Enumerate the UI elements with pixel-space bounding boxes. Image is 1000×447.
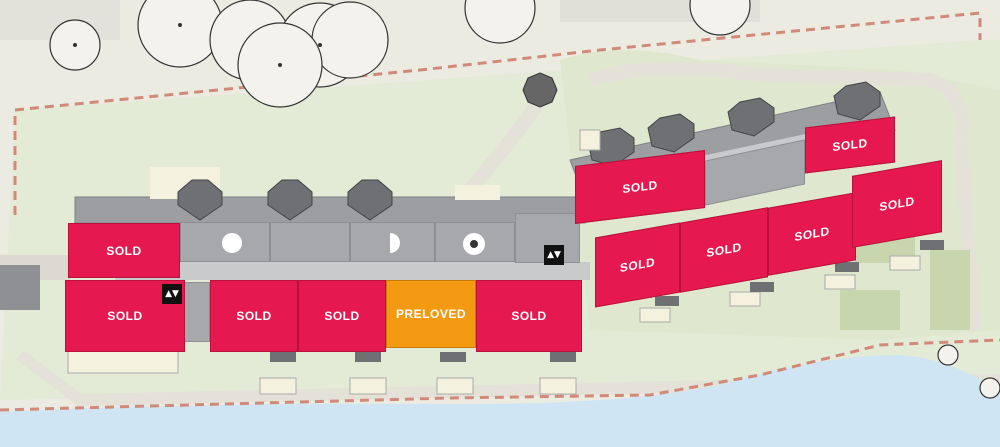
unit-label: SOLD: [622, 177, 658, 197]
unit-sold[interactable]: SOLD: [210, 280, 298, 352]
unit-label: SOLD: [324, 309, 360, 323]
lift-icon: ▲▼: [162, 284, 182, 304]
lift-icon: ▲▼: [544, 245, 564, 265]
unit-sold[interactable]: SOLD: [476, 280, 582, 352]
unit-label: PRELOVED: [395, 307, 466, 321]
unit-sold[interactable]: SOLD: [68, 223, 180, 278]
donut-icon: [463, 233, 485, 255]
unit-label: SOLD: [511, 309, 547, 323]
stair-core: [184, 282, 210, 342]
unit-label: SOLD: [106, 243, 142, 258]
unit-label: SOLD: [107, 309, 143, 323]
unit-label: SOLD: [619, 254, 656, 276]
unit-preloved[interactable]: PRELOVED: [386, 280, 476, 348]
unit-label: SOLD: [832, 135, 868, 155]
service-block: [270, 222, 350, 262]
unit-sold[interactable]: SOLD: [298, 280, 386, 352]
service-block: [435, 222, 515, 262]
unit-label: SOLD: [879, 193, 915, 215]
corridor-left: [115, 262, 590, 280]
unit-label: SOLD: [236, 309, 272, 323]
circle-icon: [222, 233, 242, 253]
unit-label: SOLD: [706, 239, 742, 261]
unit-sold[interactable]: SOLD: [595, 222, 680, 308]
unit-label: SOLD: [794, 223, 830, 245]
half-circle-icon: [390, 233, 400, 253]
